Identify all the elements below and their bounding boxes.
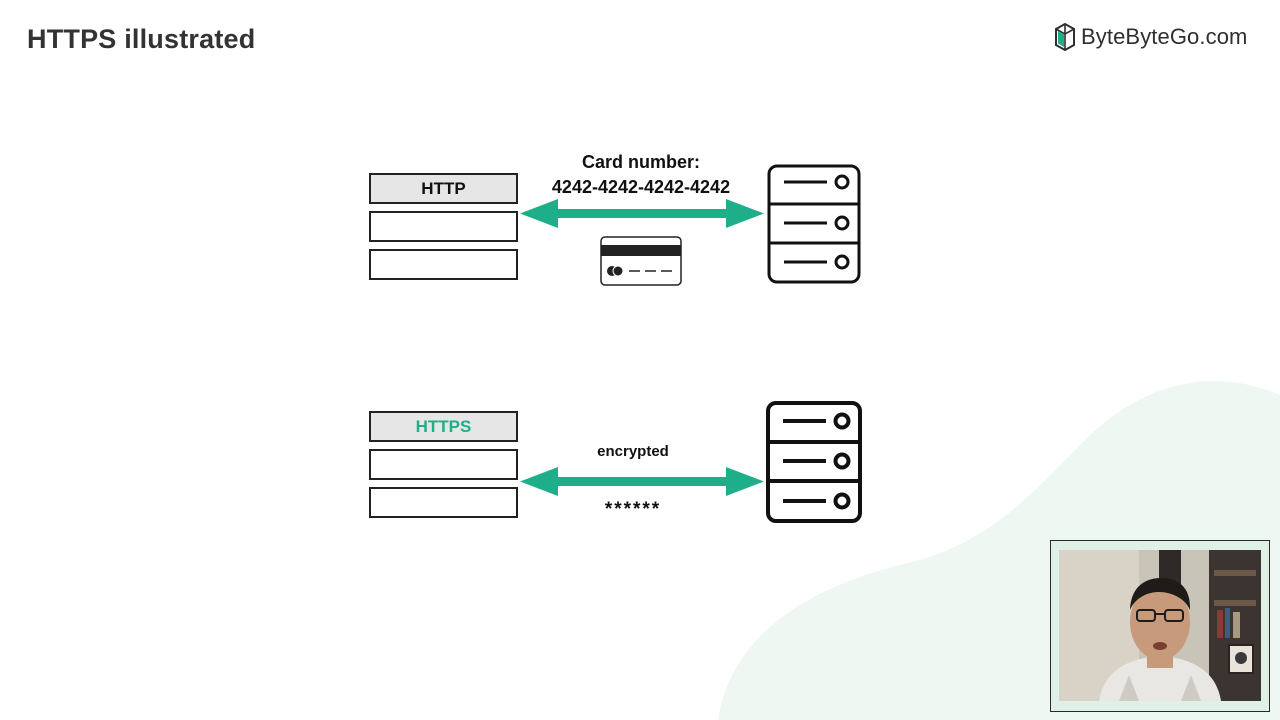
card-number-value: 4242-4242-4242-4242	[551, 177, 731, 197]
http-stack-label: HTTP	[369, 173, 518, 204]
http-bidirectional-arrow	[520, 199, 764, 228]
presenter-video-frame[interactable]	[1050, 540, 1270, 712]
http-stack-layer-2	[369, 211, 518, 242]
bytebytego-logo-icon	[1055, 23, 1075, 51]
brand-logo[interactable]: ByteByteGo.com	[1054, 22, 1247, 52]
https-server-icon	[766, 401, 862, 523]
presenter-video	[1059, 550, 1261, 701]
masked-payload: ******	[604, 499, 662, 520]
card-number-caption: Card number:	[581, 152, 700, 172]
presenter-image	[1059, 550, 1261, 701]
https-bidirectional-arrow	[520, 467, 764, 496]
encrypted-label: encrypted	[597, 443, 669, 460]
credit-card-icon	[600, 236, 682, 286]
logo-text: ByteByteGo.com	[1081, 24, 1248, 49]
https-stack-layer-3	[369, 487, 518, 518]
https-stack-label: HTTPS	[369, 411, 518, 442]
http-message-label: Card number: 4242-4242-4242-4242	[530, 150, 752, 200]
http-server-icon	[767, 164, 861, 284]
page-title: HTTPS illustrated	[27, 24, 256, 54]
http-stack-layer-3	[369, 249, 518, 280]
https-stack-layer-2	[369, 449, 518, 480]
